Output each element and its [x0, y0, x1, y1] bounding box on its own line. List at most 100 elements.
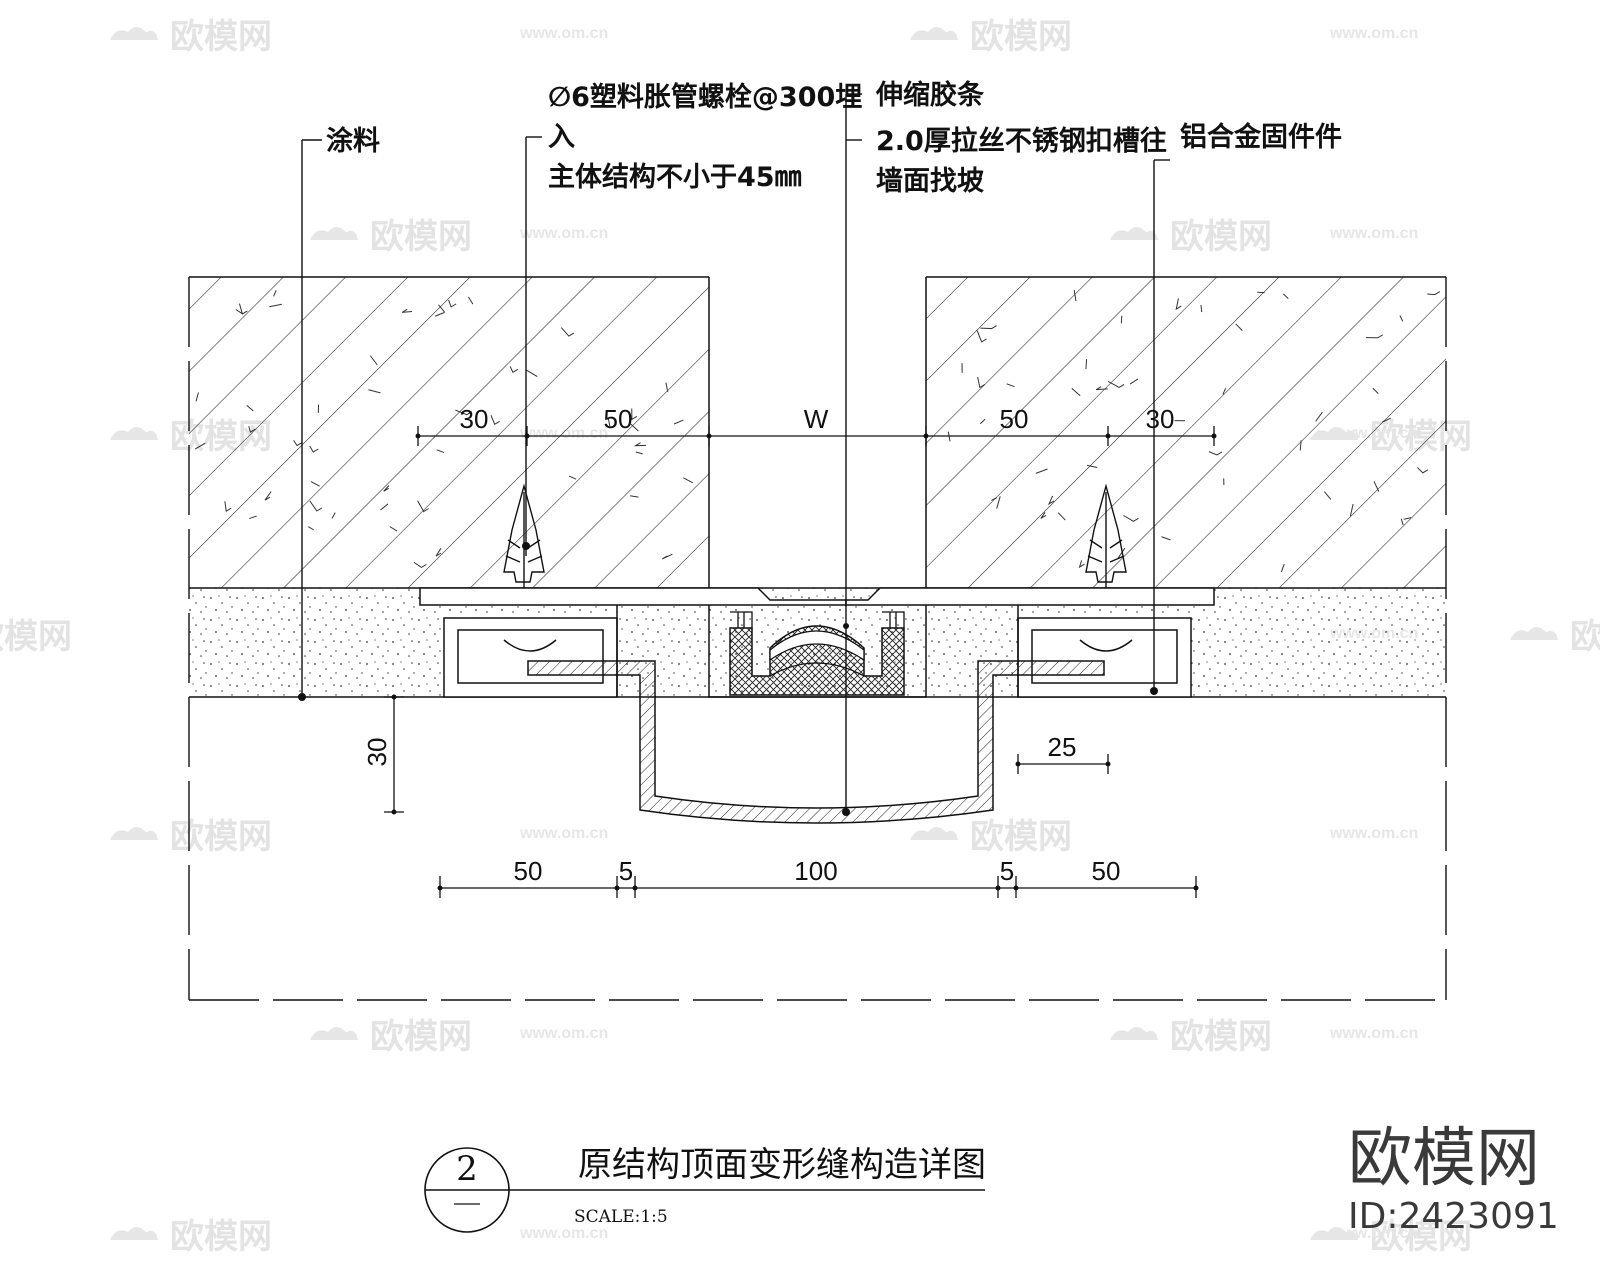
aggregate-mark: [1123, 514, 1139, 522]
aggregate-mark: [1283, 293, 1289, 299]
aggregate-mark: [977, 376, 986, 389]
label-steel-line2: 墙面找坡: [876, 166, 984, 197]
watermark-name: 欧模网: [170, 817, 272, 857]
aggregate-mark: [1086, 464, 1098, 468]
aggregate-mark: [1315, 411, 1323, 422]
aggregate-mark: [435, 548, 442, 557]
aggregate-mark: [195, 392, 199, 402]
watermark-url: www.om.cn: [1329, 25, 1418, 42]
aggregate-mark: [194, 442, 206, 450]
aggregate-mark: [235, 309, 243, 315]
aggregate-mark: [455, 409, 473, 416]
aluminum-frame: [419, 587, 1215, 698]
aggregate-mark: [1200, 304, 1203, 313]
aggregate-mark: [1175, 298, 1182, 311]
aggregate-mark: [996, 496, 1001, 509]
aggregate-mark: [1382, 417, 1391, 423]
aggregate-mark: [1161, 536, 1171, 541]
aggregate-mark: [1399, 315, 1404, 322]
aggregate-mark: [976, 330, 987, 343]
aggregate-mark: [661, 553, 673, 560]
watermark-logo-icon: [310, 227, 358, 240]
leader-lines: [301, 93, 1170, 812]
aggregate-mark: [389, 526, 398, 532]
aggregate-mark: [249, 515, 257, 520]
aggregate-mark: [1365, 334, 1384, 339]
concrete-slab-right: [925, 276, 1446, 588]
aggregate-mark: [467, 296, 474, 305]
watermark-logo-icon: [110, 427, 158, 440]
aggregate-mark: [665, 382, 669, 392]
dimension-lines: [384, 426, 1215, 898]
aggregate-mark: [1416, 467, 1429, 474]
aggregate-mark: [380, 503, 389, 511]
aggregate-mark: [368, 389, 381, 394]
watermark-url: www.om.cn: [519, 1225, 608, 1242]
aggregate-mark: [264, 491, 272, 501]
watermark-name: 欧模网: [970, 817, 1072, 857]
aggregate-mark: [560, 327, 575, 337]
watermark-logo-icon: [110, 827, 158, 840]
aggregate-mark: [369, 355, 378, 366]
aggregate-mark: [269, 303, 282, 308]
title-block: 2 原结构顶面变形缝构造详图 SCALE:1:5: [424, 1145, 986, 1233]
aggregate-mark: [1073, 289, 1077, 302]
watermark-logo-icon: [1310, 1227, 1358, 1240]
watermark-name: 欧模网: [0, 617, 72, 657]
aggregate-mark: [1129, 378, 1139, 385]
aggregate-mark: [1299, 440, 1302, 451]
watermark-url: www.om.cn: [1329, 225, 1418, 242]
dim-top-left-50: 50: [604, 404, 633, 434]
drawing-title: 原结构顶面变形缝构造详图: [578, 1145, 986, 1185]
watermark-logo-icon: [910, 827, 958, 840]
watermark-name: 欧模网: [370, 1017, 472, 1057]
aggregate-mark: [248, 426, 256, 433]
aggregate-mark: [246, 405, 254, 412]
watermark-logo-icon: [1110, 1027, 1158, 1040]
aggregate-mark: [1427, 291, 1441, 296]
dimension-ticks: [391, 433, 1217, 891]
watermark-name: 欧模网: [370, 217, 472, 257]
aggregate-mark: [309, 500, 323, 512]
watermark-name: 欧模网: [1170, 217, 1272, 257]
aggregate-mark: [1071, 387, 1081, 397]
label-bolt-line1: ∅6塑料胀管螺栓@300埋: [548, 82, 862, 113]
watermark-name: 欧模网: [170, 1217, 272, 1257]
watermark-logo-icon: [110, 27, 158, 40]
aggregate-mark: [1222, 388, 1227, 395]
aggregate-mark: [683, 477, 694, 484]
stainless-steel-trough: [527, 660, 1105, 824]
aggregate-mark: [1373, 481, 1380, 492]
aggregate-mark: [630, 423, 639, 432]
watermark-url: www.om.cn: [1329, 1225, 1418, 1242]
concrete-aggregate-marks: [194, 289, 1441, 573]
aggregate-mark: [1117, 547, 1126, 559]
aggregate-mark: [438, 304, 445, 313]
aggregate-mark: [436, 449, 445, 454]
aggregate-mark: [1107, 381, 1125, 389]
aggregate-mark: [631, 408, 638, 421]
dim-top-left-30: 30: [460, 404, 489, 434]
expansion-rubber-strip: [729, 611, 905, 696]
watermark-name: 欧模网: [1370, 1217, 1472, 1257]
brand-name: 欧模网: [1348, 1122, 1540, 1196]
watermark-name: 欧模网: [170, 17, 272, 57]
aggregate-mark: [633, 442, 647, 447]
watermark-name: 欧模网: [970, 17, 1072, 57]
aggregate-mark: [509, 366, 519, 373]
aggregate-mark: [383, 485, 390, 492]
dim-bottom-50-right: 50: [1092, 856, 1121, 886]
drawing-number: 2: [456, 1149, 478, 1189]
watermark-url: www.om.cn: [1329, 1025, 1418, 1042]
aggregate-mark: [1047, 495, 1055, 506]
watermark-name: 欧模网: [1170, 1017, 1272, 1057]
brand-id: ID:2423091: [1348, 1196, 1559, 1237]
leader-dots: [298, 542, 1158, 816]
dim-bottom-5-left: 5: [619, 856, 633, 886]
dim-bottom-5-right: 5: [1000, 856, 1014, 886]
aggregate-mark: [568, 475, 577, 480]
watermark-logo-icon: [1510, 627, 1558, 640]
label-rubber-strip: 伸缩胶条: [875, 79, 985, 111]
expansion-anchor-right: [1085, 483, 1127, 588]
aggregate-mark: [635, 451, 643, 455]
